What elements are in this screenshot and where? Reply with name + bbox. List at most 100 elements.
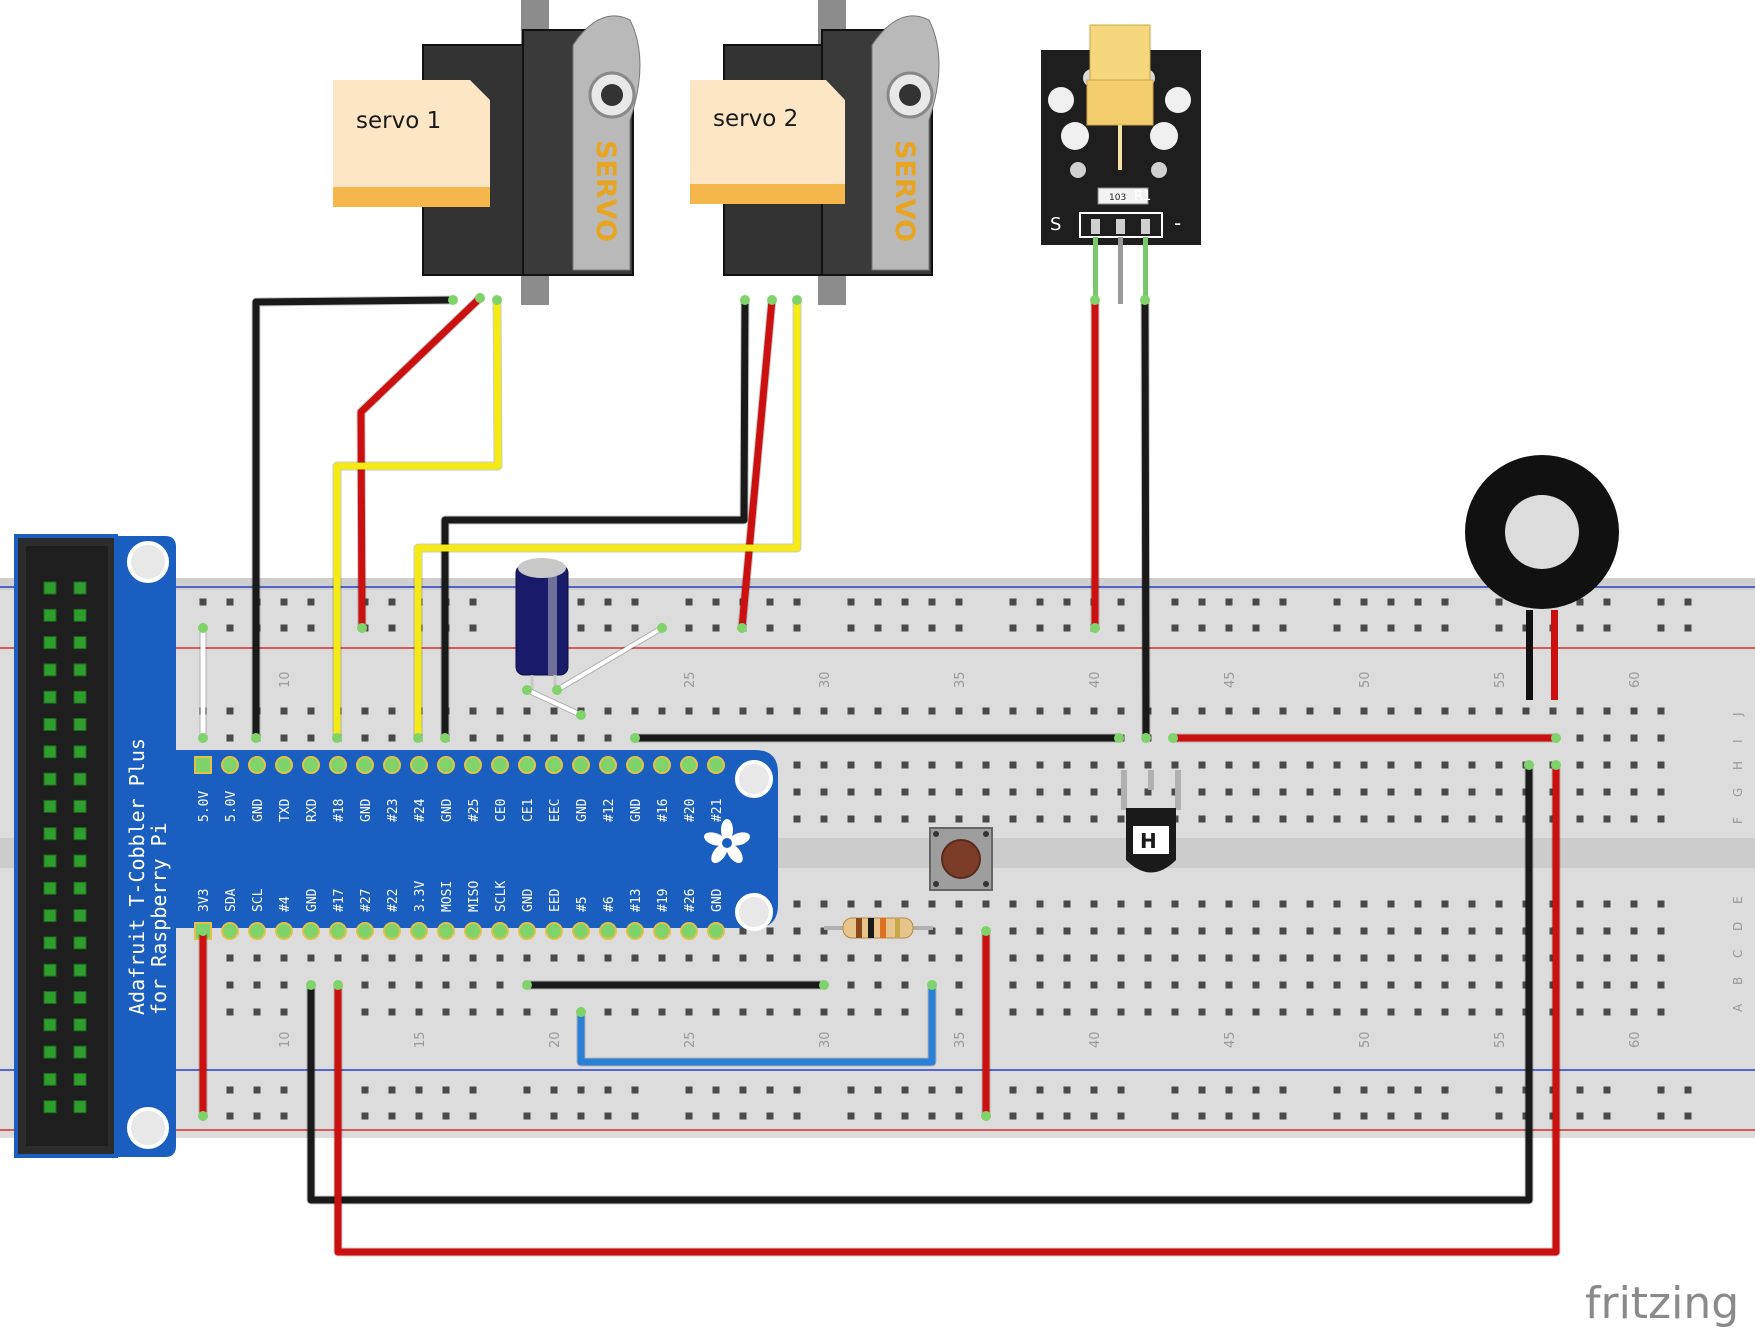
wire-end (1090, 623, 1100, 633)
hole (1252, 900, 1260, 908)
hole (1171, 954, 1179, 962)
hole (1387, 707, 1395, 715)
cobbler-pin (302, 756, 320, 774)
row-letter: C (1731, 950, 1745, 958)
rail-hole (1198, 1086, 1206, 1094)
hole (1117, 707, 1125, 715)
hole (1657, 1008, 1665, 1016)
hole (955, 761, 963, 769)
hole (1495, 927, 1503, 935)
row-letter: J (1731, 712, 1745, 717)
row-letter: G (1731, 788, 1745, 797)
cobbler-pin-label: EEC (548, 799, 563, 822)
hole (928, 927, 936, 935)
rail-hole (280, 624, 288, 632)
rail-hole (1090, 1112, 1098, 1120)
note-icon (333, 80, 490, 207)
rail-hole (226, 1086, 234, 1094)
wire-end (357, 623, 367, 633)
hole (1657, 734, 1665, 742)
hole (1657, 927, 1665, 935)
hole (1603, 900, 1611, 908)
cobbler-pin-label: SCLK (494, 881, 509, 912)
cobbler-pin-label: #23 (386, 799, 401, 822)
rail-hole (1603, 1112, 1611, 1120)
pin-s-label: S (1050, 214, 1061, 235)
wire-end (981, 1111, 991, 1121)
hole (1279, 761, 1287, 769)
rail-hole (901, 1086, 909, 1094)
cobbler-pin-label: #5 (575, 896, 590, 912)
hole (1387, 788, 1395, 796)
wire-end (198, 1111, 208, 1121)
hole (496, 954, 504, 962)
hole (1468, 900, 1476, 908)
hole (928, 707, 936, 715)
hole (820, 1008, 828, 1016)
hole (1117, 900, 1125, 908)
cobbler-pin-label: #16 (656, 799, 671, 822)
cobbler-pin (545, 922, 563, 940)
cobbler-pin-label: #12 (602, 799, 617, 822)
hole (1630, 761, 1638, 769)
rail-hole (928, 1112, 936, 1120)
hole (1198, 707, 1206, 715)
rail-hole (928, 1086, 936, 1094)
hole (1144, 761, 1152, 769)
cobbler-pin (680, 756, 698, 774)
rail-hole (1603, 598, 1611, 606)
hole (1144, 788, 1152, 796)
cobbler-pin (356, 756, 374, 774)
rail-hole (307, 598, 315, 606)
hole (1387, 981, 1395, 989)
hole (1333, 981, 1341, 989)
wire-end (927, 980, 937, 990)
hole (928, 761, 936, 769)
rail-hole (550, 1112, 558, 1120)
hole (1630, 927, 1638, 935)
header-pin (73, 1045, 87, 1059)
rail-hole (1036, 624, 1044, 632)
rail-hole (1171, 598, 1179, 606)
hole (1225, 1008, 1233, 1016)
hole (469, 1008, 477, 1016)
rail-hole (1225, 624, 1233, 632)
cobbler-pin (653, 922, 671, 940)
header-pin (43, 799, 57, 813)
header-pin (43, 718, 57, 731)
rail-hole (1684, 624, 1692, 632)
hole (1036, 815, 1044, 823)
wire-end (198, 926, 208, 936)
col-number: 50 (1358, 1031, 1373, 1048)
cobbler-pin-label: TXD (278, 798, 293, 822)
hole (1468, 981, 1476, 989)
header-pin (73, 991, 87, 1004)
row-letter: E (1731, 896, 1745, 904)
rail-hole (1279, 1112, 1287, 1120)
hole (901, 1008, 909, 1016)
wire-end (522, 685, 532, 695)
hole (982, 815, 990, 823)
hole (847, 761, 855, 769)
hole (766, 927, 774, 935)
header-pin (43, 772, 57, 786)
hole (1063, 981, 1071, 989)
hole (1036, 707, 1044, 715)
hole (1036, 1008, 1044, 1016)
cobbler-pin-label: #6 (602, 896, 617, 912)
hole (1063, 815, 1071, 823)
hole (280, 707, 288, 715)
rail-hole (226, 598, 234, 606)
hole (604, 1008, 612, 1016)
hole (847, 954, 855, 962)
wire-end (492, 295, 502, 305)
wire-end (552, 685, 562, 695)
row-letter: A (1731, 1003, 1745, 1012)
row-letter: F (1731, 817, 1745, 824)
wire-end (819, 980, 829, 990)
hole (1333, 954, 1341, 962)
ribbon-connector (14, 534, 118, 1158)
header-pin (73, 827, 87, 841)
rail-hole (253, 1112, 261, 1120)
rail-hole (1684, 598, 1692, 606)
